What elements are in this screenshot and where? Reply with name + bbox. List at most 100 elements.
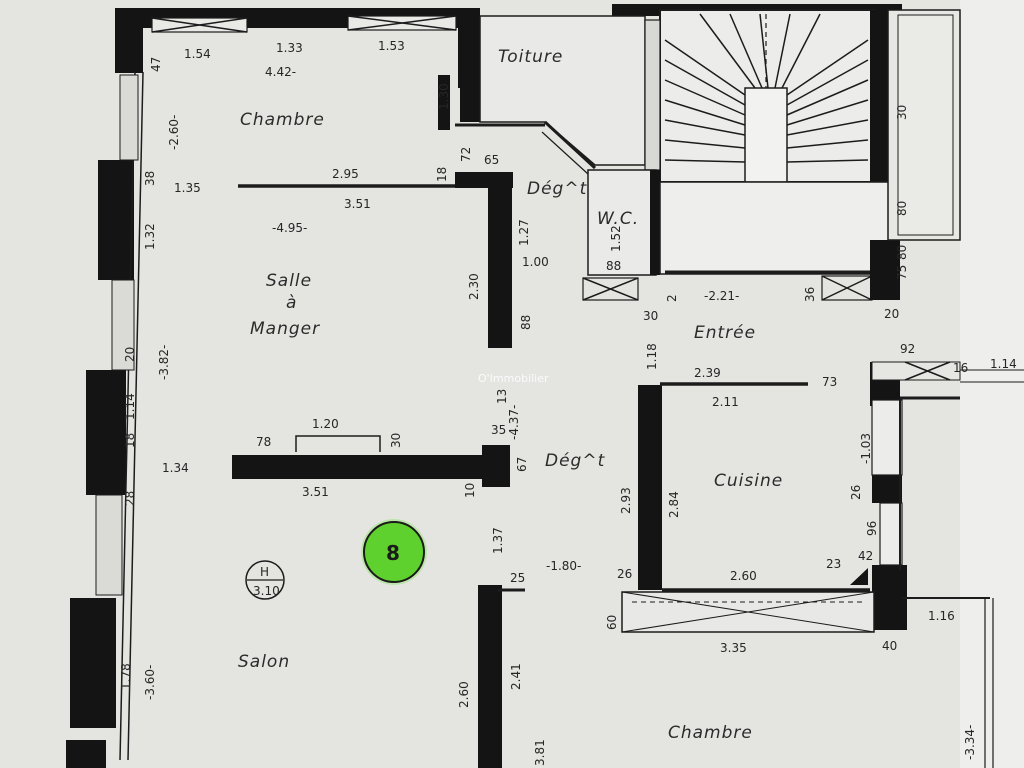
dim: 18	[435, 167, 449, 182]
dim: 4.42-	[265, 65, 296, 79]
dim: 47	[149, 57, 163, 72]
dim: 20	[123, 347, 137, 362]
badge-number: 8	[386, 541, 400, 565]
dim: 75	[895, 265, 909, 280]
dim: -3.82-	[157, 345, 171, 380]
dim: -4.37-	[507, 405, 521, 440]
dim: 3.51	[344, 197, 371, 211]
wall-left-seg-1	[98, 160, 134, 280]
window-left-3	[95, 494, 123, 596]
fireplace-outline	[295, 435, 381, 452]
dim: 23	[826, 557, 841, 571]
dim: 2.84	[667, 491, 681, 518]
dim: 40	[882, 639, 897, 653]
window-top-2-x2	[347, 15, 457, 31]
dim: 2.60	[457, 681, 471, 708]
dim: 1.78	[119, 663, 133, 690]
dim: 3.35	[720, 641, 747, 655]
wall-salon-right	[478, 585, 502, 768]
dim: 2	[665, 294, 679, 302]
dim: 92	[900, 342, 915, 356]
label-salle: Salle	[266, 271, 312, 291]
dim: 2.95	[332, 167, 359, 181]
label-wc: W.C.	[597, 209, 639, 229]
room-number-badge[interactable]: 8	[361, 519, 427, 585]
dim: 26	[849, 485, 863, 500]
dim: -2.60-	[167, 115, 181, 150]
dim: 65	[484, 153, 499, 167]
dim: -1.80-	[546, 559, 581, 573]
dim: 2.11	[712, 395, 739, 409]
dim: -2.21-	[704, 289, 739, 303]
dim: 67	[515, 457, 529, 472]
dim: 1.30	[437, 83, 451, 110]
toiture-wc-block	[455, 9, 961, 301]
wall-toiture-left	[458, 8, 480, 88]
label-degagement-mid: Dég^t	[545, 451, 606, 471]
dim: 2.93	[619, 487, 633, 514]
label-chambre-bottom: Chambre	[668, 723, 753, 743]
dim: 1.35	[174, 181, 201, 195]
dim: -4.95-	[272, 221, 307, 235]
dim: 2.39	[694, 366, 721, 380]
dim: 1.32	[143, 223, 157, 250]
wall-cuisine-right-1	[872, 475, 902, 503]
dim: 72	[459, 147, 473, 162]
dimension-labels-vertical: 47 -2.60- 1.30 72 18 38 1.32 1.27 2.30 8…	[119, 57, 977, 766]
dim: 28	[123, 491, 137, 506]
outer-walls	[66, 4, 902, 768]
dim: 1.14	[123, 393, 137, 420]
window-left-1	[119, 74, 139, 161]
dim: 16	[953, 361, 968, 375]
dim: 2.41	[509, 663, 523, 690]
dim: 88	[519, 315, 533, 330]
badge-circle	[363, 521, 425, 583]
wall-salle-salon	[232, 455, 487, 479]
wall-cuisine-right-2	[872, 565, 907, 630]
dim: 2.60	[730, 569, 757, 583]
dim: 2.30	[467, 273, 481, 300]
label-chambre-top: Chambre	[240, 110, 325, 130]
dim: 20	[884, 307, 899, 321]
dim: -3.34-	[963, 725, 977, 760]
wall-left-seg-3	[70, 598, 116, 728]
dim: 3.51	[302, 485, 329, 499]
dim: 60	[605, 615, 619, 630]
wall-chambre-right	[438, 75, 450, 130]
dim: 80	[895, 245, 909, 260]
ceiling-height-marker: H 3.10	[245, 560, 285, 600]
dim: 26	[617, 567, 632, 581]
wall-salle-salon-end	[482, 445, 510, 487]
wall-left-inner-line-2	[127, 71, 144, 761]
dim: 1.34	[162, 461, 189, 475]
dim: 1.33	[276, 41, 303, 55]
dim: 3.81	[533, 739, 547, 766]
watermark-text: O'Immobilier	[478, 372, 549, 385]
wall-left-seg-4	[66, 740, 106, 768]
dim: 80	[895, 201, 909, 216]
wall-top-corner	[115, 8, 143, 73]
wall-left-inner-line	[119, 71, 136, 761]
label-entree: Entrée	[694, 323, 756, 343]
dim: 96	[865, 521, 879, 536]
dim: 35	[491, 423, 506, 437]
dim: 1.16	[928, 609, 955, 623]
dim: 36	[803, 287, 817, 302]
dim: 13	[495, 389, 509, 404]
dimension-labels: 1.54 1.33 1.53 4.42- 65 2.95 1.35 3.51 -…	[162, 39, 1017, 655]
label-degagement-top: Dég^t	[527, 179, 588, 199]
dim: 1.53	[378, 39, 405, 53]
label-salle-a: à	[286, 293, 297, 313]
staircase	[659, 9, 888, 190]
dim: 1.37	[491, 527, 505, 554]
dim: 1.54	[184, 47, 211, 61]
dim: 1.20	[312, 417, 339, 431]
dim: -3.60-	[143, 665, 157, 700]
dim: 73	[822, 375, 837, 389]
height-marker-value: 3.10	[253, 584, 280, 598]
dim: 38	[143, 171, 157, 186]
dim: 30	[895, 105, 909, 120]
dim: 42	[858, 549, 873, 563]
dim: 1.18	[645, 343, 659, 370]
